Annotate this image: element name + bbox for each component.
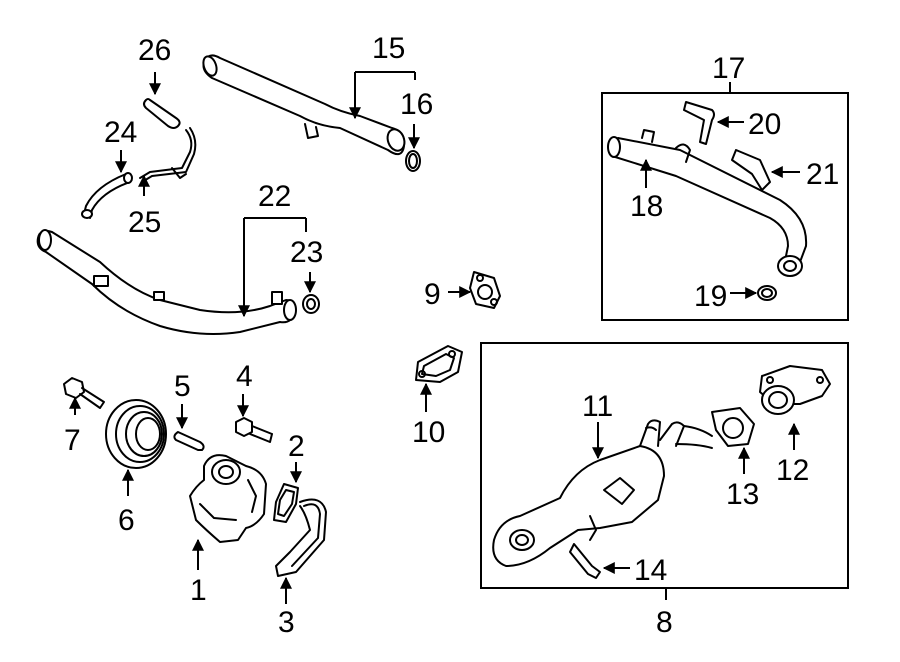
bracket-10 bbox=[415, 345, 463, 383]
callout-14: 14 bbox=[634, 554, 667, 587]
group-box-17 bbox=[601, 92, 849, 321]
callout-16: 16 bbox=[400, 88, 433, 121]
bypass-pipe-25 bbox=[139, 127, 197, 183]
callout-25: 25 bbox=[128, 206, 161, 239]
callout-1: 1 bbox=[190, 574, 207, 607]
callout-7: 7 bbox=[64, 424, 81, 457]
clip-20 bbox=[683, 101, 715, 145]
callout-13: 13 bbox=[726, 478, 759, 511]
water-pipe-22 bbox=[36, 229, 297, 335]
callout-21: 21 bbox=[806, 158, 839, 191]
pulley-6 bbox=[105, 399, 167, 469]
dowel-pin-5 bbox=[173, 431, 205, 451]
callout-22: 22 bbox=[258, 180, 291, 213]
callout-26: 26 bbox=[138, 34, 171, 67]
gasket-9 bbox=[469, 271, 501, 309]
gasket-13 bbox=[711, 407, 755, 447]
callout-5: 5 bbox=[174, 370, 191, 403]
callout-15: 15 bbox=[372, 32, 405, 65]
callout-6: 6 bbox=[118, 504, 135, 537]
thermostat-12 bbox=[759, 365, 831, 415]
callout-11: 11 bbox=[582, 390, 613, 423]
group-box-8 bbox=[480, 342, 849, 589]
callout-17: 17 bbox=[712, 52, 745, 85]
callout-19: 19 bbox=[694, 280, 727, 313]
callout-24: 24 bbox=[104, 116, 137, 149]
o-ring-16 bbox=[405, 150, 421, 172]
water-pump-1 bbox=[189, 454, 267, 543]
thermostat-housing-11 bbox=[492, 419, 713, 567]
hose-24 bbox=[81, 172, 133, 219]
callout-3: 3 bbox=[278, 606, 295, 639]
hose-26 bbox=[143, 98, 181, 129]
callout-12: 12 bbox=[776, 454, 809, 487]
callout-23: 23 bbox=[290, 236, 323, 269]
seal-3 bbox=[275, 498, 327, 577]
callout-18: 18 bbox=[630, 190, 663, 223]
callout-20: 20 bbox=[748, 108, 781, 141]
o-ring-19 bbox=[757, 285, 777, 301]
water-pipe-15 bbox=[202, 54, 406, 156]
o-ring-23 bbox=[302, 294, 320, 314]
water-pipe-18 bbox=[607, 129, 808, 277]
clip-21 bbox=[731, 149, 771, 191]
callout-2: 2 bbox=[288, 430, 305, 463]
callout-4: 4 bbox=[236, 360, 253, 393]
gasket-2 bbox=[273, 483, 299, 523]
bolt-4 bbox=[235, 417, 273, 443]
callout-8: 8 bbox=[656, 606, 673, 639]
bolt-7 bbox=[63, 377, 105, 409]
callout-10: 10 bbox=[412, 416, 445, 449]
sensor-14 bbox=[569, 543, 601, 579]
callout-9: 9 bbox=[424, 278, 441, 311]
